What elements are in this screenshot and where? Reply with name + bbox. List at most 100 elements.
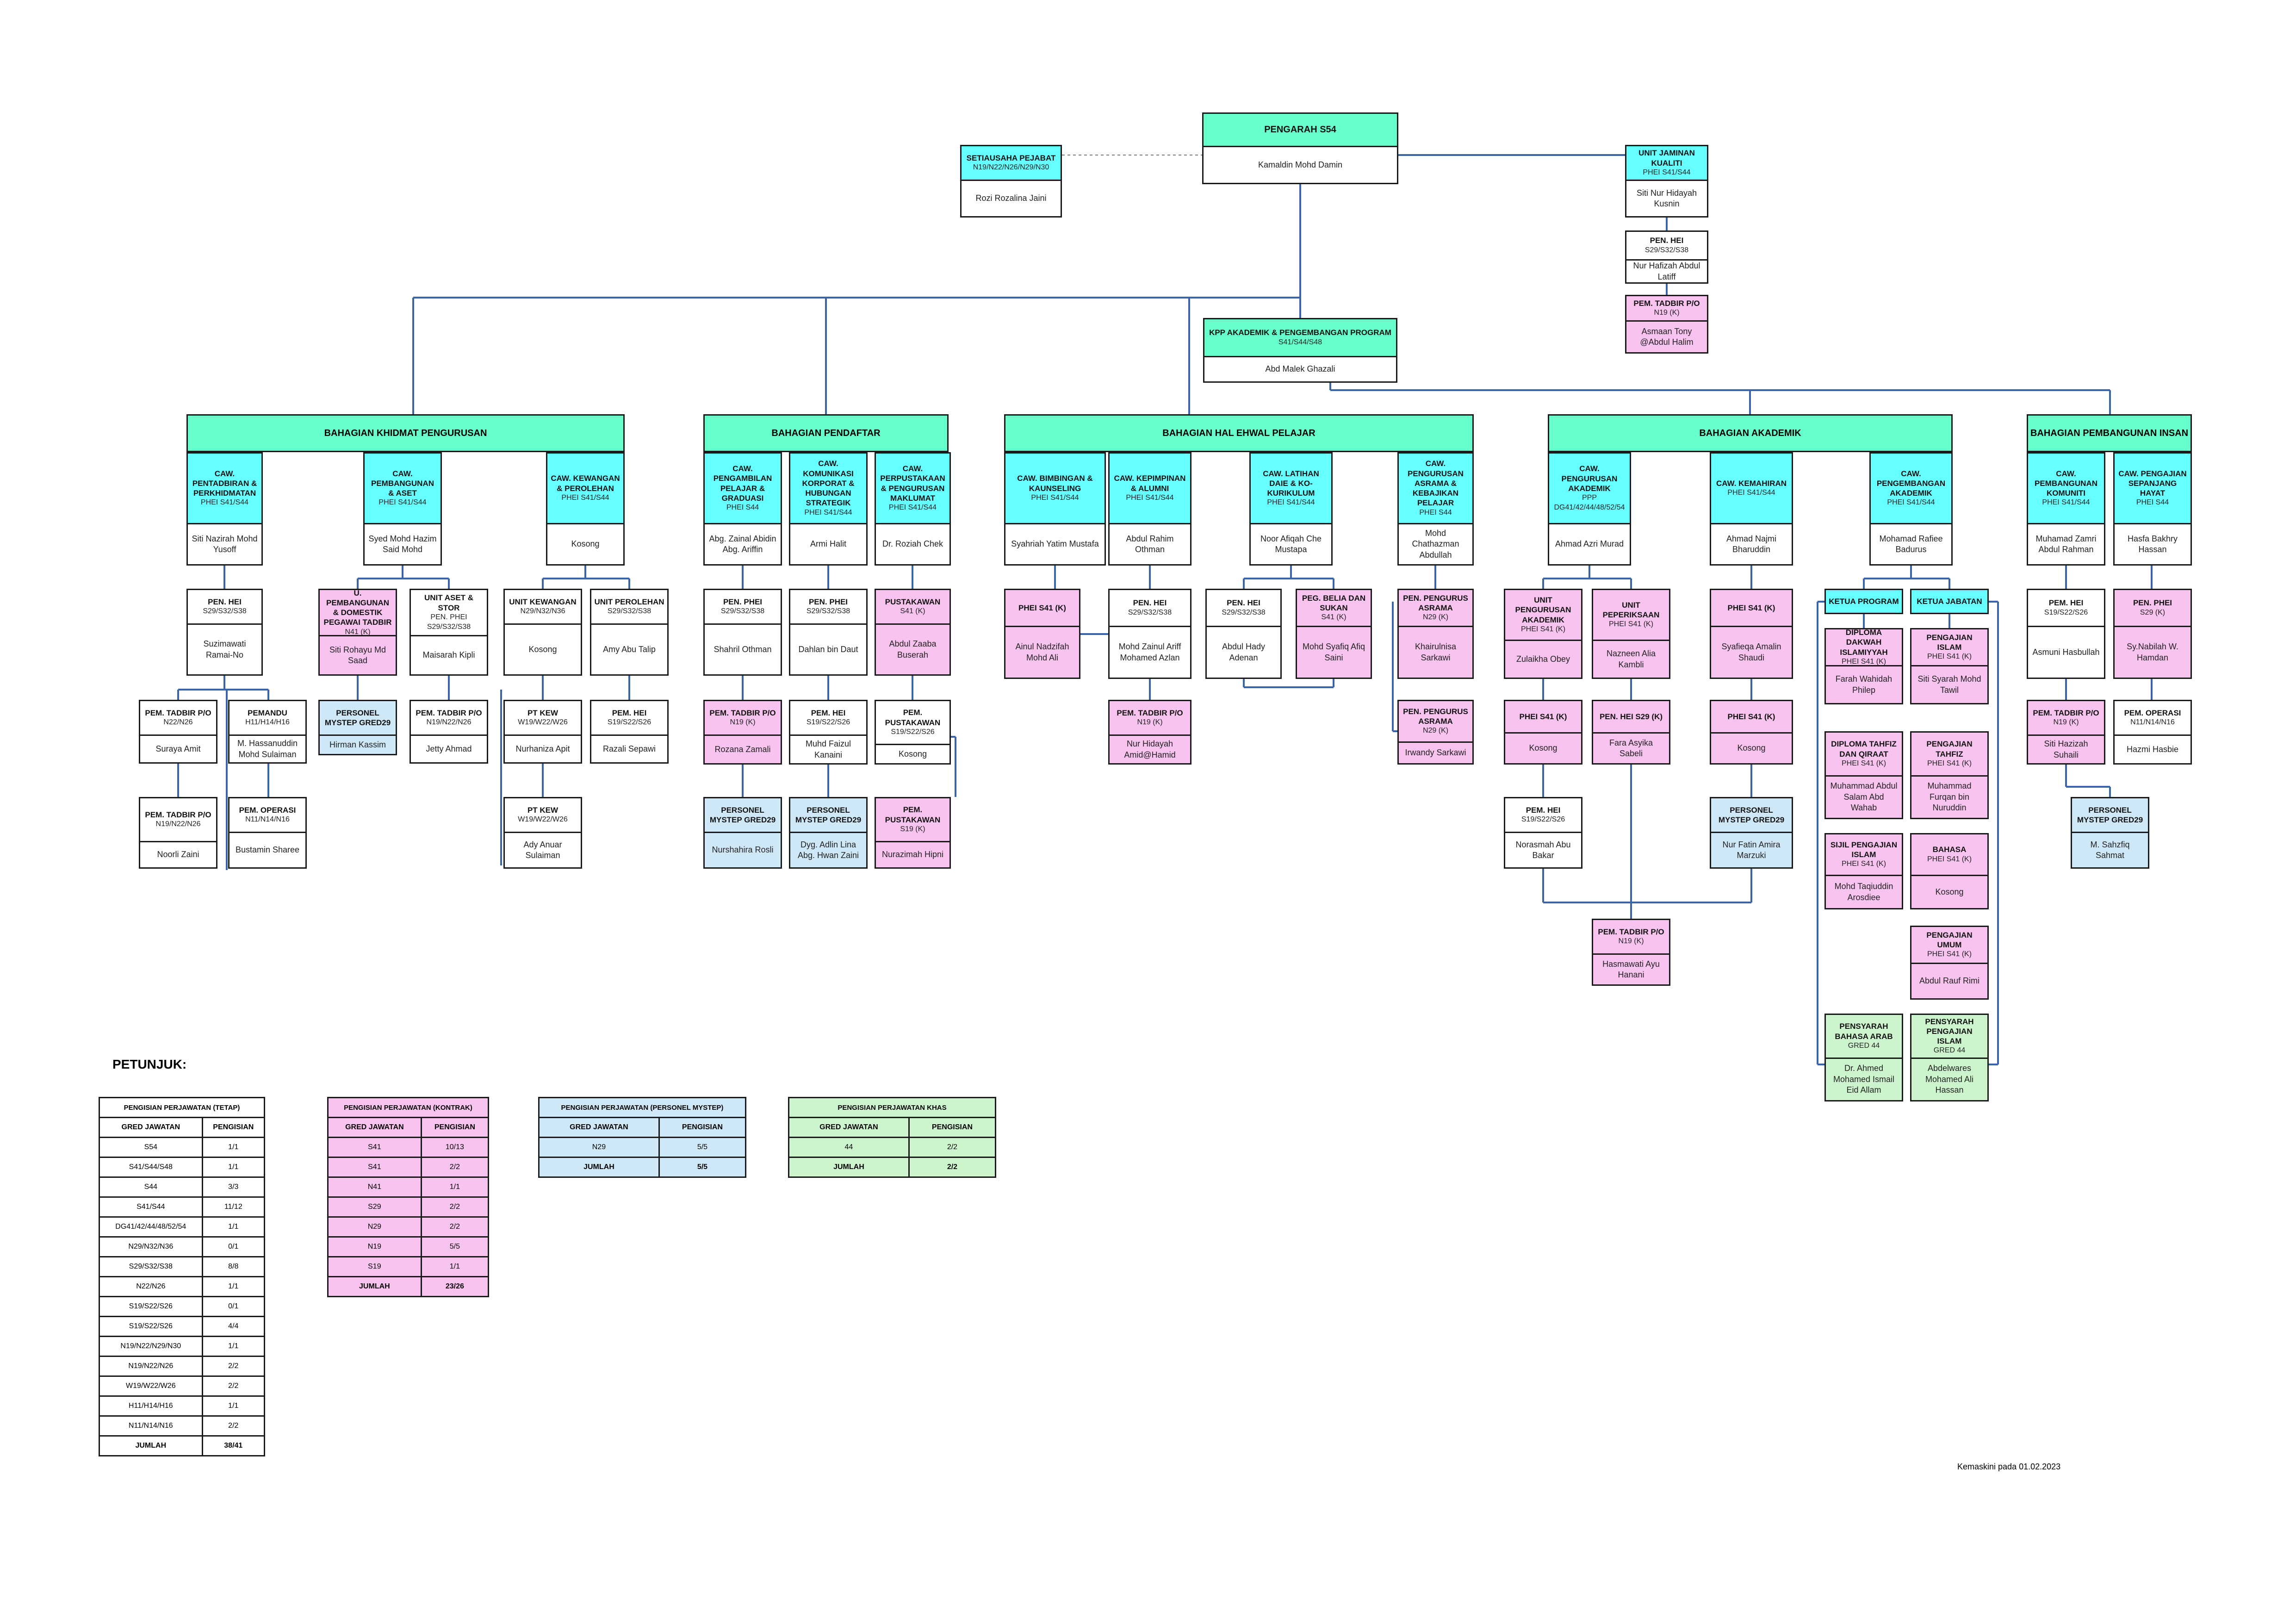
node-title: PERSONEL MYSTEP GRED29 bbox=[1718, 805, 1785, 824]
legend-grade: S44 bbox=[99, 1176, 203, 1198]
node-grades: PHEI S41 (K) bbox=[1608, 620, 1654, 628]
legend-fill: 2/2 bbox=[420, 1196, 490, 1218]
node-name: Ahmad Najmi Bharuddin bbox=[1711, 524, 1792, 564]
legend-grade: S19/S22/S26 bbox=[99, 1296, 203, 1317]
node-name: Siti Nur Hidayah Kusnin bbox=[1626, 181, 1707, 216]
node-grades: PHEI S41/S44 bbox=[1727, 489, 1775, 497]
node-name: Muhd Faizul Kanaini bbox=[790, 736, 866, 763]
node-name: Siti Syarah Mohd Tawil bbox=[1911, 666, 1987, 703]
node-title: DIPLOMA DAKWAH ISLAMIYYAH bbox=[1840, 628, 1888, 657]
node-header: PHEI S41 (K) bbox=[1505, 701, 1581, 734]
node-title: CAW. PENGAJIAN SEPANJANG HAYAT bbox=[2118, 469, 2187, 498]
node-title: SIJIL PENGAJIAN ISLAM bbox=[1830, 840, 1898, 859]
legend-table-kontrak: PENGISIAN PERJAWATAN (KONTRAK) GRED JAWA… bbox=[327, 1097, 490, 1297]
org-node-a1c: PHEI S41 (K)Kosong bbox=[1504, 700, 1582, 765]
node-name: Mohd Zainul Ariff Mohamed Azlan bbox=[1110, 627, 1190, 678]
node-name: Abg. Zainal Abidin Abg. Ariffin bbox=[705, 524, 781, 564]
node-grades: N19 (K) bbox=[1618, 937, 1644, 946]
node-name: Nazneen Alia Kambli bbox=[1593, 641, 1669, 678]
legend-caption: PENGISIAN PERJAWATAN (TETAP) bbox=[99, 1097, 265, 1118]
node-grades: S19/S22/S26 bbox=[2044, 608, 2088, 616]
org-node-kj: KETUA JABATAN bbox=[1910, 589, 1989, 614]
node-name: Muhammad Furqan bin Nuruddin bbox=[1911, 777, 1987, 818]
node-grades: N41 (K) bbox=[345, 628, 371, 636]
legend-total-value: 23/26 bbox=[420, 1276, 490, 1297]
node-header: PHEI S41 (K) bbox=[1711, 590, 1792, 627]
node-title: PEM. OPERASI bbox=[2124, 708, 2181, 717]
node-grades: PHEI S41/S44 bbox=[1031, 493, 1079, 502]
node-title: PEG. BELIA DAN SUKAN bbox=[1302, 593, 1366, 613]
node-name: Rozi Rozalina Jaini bbox=[962, 181, 1061, 216]
node-title: PERSONEL MYSTEP GRED29 bbox=[2077, 805, 2143, 824]
node-header: PERSONEL MYSTEP GRED29 bbox=[1711, 798, 1792, 833]
node-title: PEM. HEI bbox=[1526, 805, 1561, 815]
legend-grade: N11/N14/N16 bbox=[99, 1415, 203, 1437]
node-header: CAW. KOMUNIKASI KORPORAT & HUBUNGAN STRA… bbox=[790, 454, 866, 524]
node-grades: S29/S32/S38 bbox=[806, 607, 850, 616]
node-name: Kosong bbox=[505, 625, 581, 674]
node-title: PT KEW bbox=[527, 805, 558, 815]
node-name: Zulaikha Obey bbox=[1505, 641, 1581, 678]
node-grades: W19/W22/W26 bbox=[518, 718, 568, 727]
legend-grade: S19 bbox=[327, 1256, 422, 1277]
node-name: Mohd Syafiq Afiq Saini bbox=[1297, 627, 1371, 678]
node-name: Abdul Hady Adenan bbox=[1207, 627, 1280, 678]
node-name: M. Sahzfiq Sahmat bbox=[2072, 833, 2148, 867]
node-title: PENGAJIAN UMUM bbox=[1926, 930, 1973, 950]
node-title: BAHASA bbox=[1932, 845, 1967, 854]
node-name: Noor Afiqah Che Mustapa bbox=[1251, 524, 1331, 564]
legend-fill: 1/1 bbox=[201, 1276, 266, 1297]
node-title: PEM. TADBIR P/O bbox=[2033, 708, 2099, 717]
node-title: UNIT JAMINAN KUALITI bbox=[1638, 149, 1695, 168]
legend-total-label: JUMLAH bbox=[538, 1157, 660, 1178]
node-name: Kosong bbox=[1711, 734, 1792, 763]
division-insan: BAHAGIAN PEMBANGUNAN INSAN bbox=[2027, 414, 2192, 452]
node-title: PEM. TADBIR P/O bbox=[709, 708, 776, 717]
legend-caption: PENGISIAN PERJAWATAN (PERSONEL MYSTEP) bbox=[538, 1097, 746, 1118]
node-title: PEN. PHEI bbox=[723, 597, 763, 606]
legend-grade: N22/N26 bbox=[99, 1276, 203, 1297]
division-akademik: BAHAGIAN AKADEMIK bbox=[1548, 414, 1953, 452]
node-title: PEN. PENGURUS ASRAMA bbox=[1403, 707, 1468, 726]
node-title: PEN. HEI bbox=[1650, 236, 1684, 245]
node-name: Hasmawati Ayu Hanani bbox=[1593, 955, 1669, 984]
legend-table-tetap: PENGISIAN PERJAWATAN (TETAP) GRED JAWATA… bbox=[99, 1097, 266, 1456]
node-name: Kosong bbox=[1911, 876, 1987, 908]
legend-col-header: GRED JAWATAN bbox=[99, 1117, 203, 1138]
node-name: Dyg. Adlin Lina Abg. Hwan Zaini bbox=[790, 833, 866, 867]
node-name: Muhamad Zamri Abdul Rahman bbox=[2028, 524, 2104, 564]
node-title: CAW. PERPUSTAKAAN & PENGURUSAN MAKLUMAT bbox=[880, 464, 945, 503]
node-grades: PHEI S41/S44 bbox=[888, 504, 937, 512]
